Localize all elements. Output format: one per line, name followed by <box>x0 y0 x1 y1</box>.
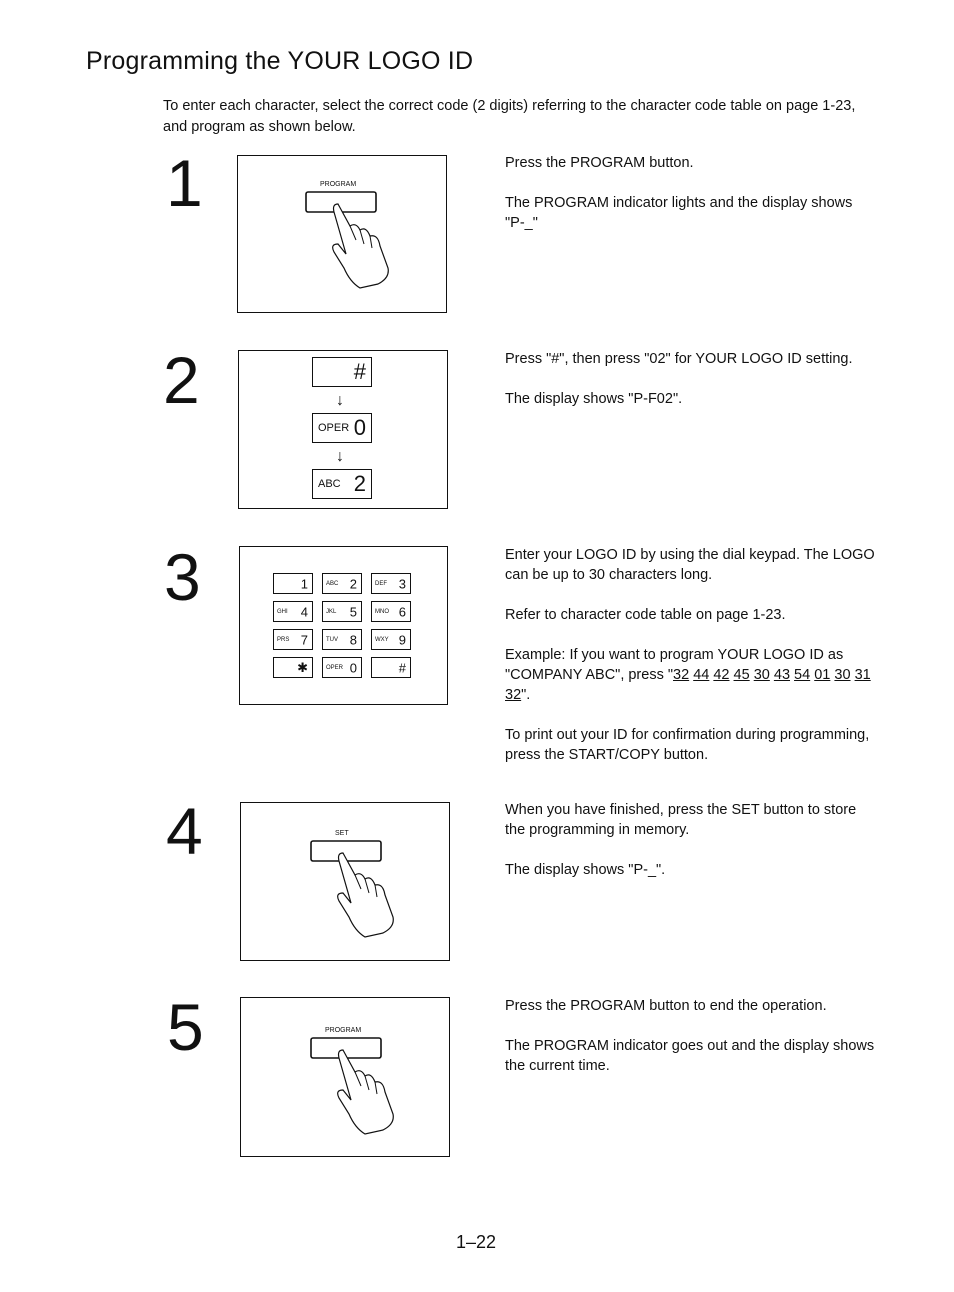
press-button-icon: SET <box>310 830 394 938</box>
step-1-text-2: The PROGRAM indicator lights and the dis… <box>505 195 853 231</box>
example-code: 43 <box>773 667 791 683</box>
step-1-text-1: Press the PROGRAM button. <box>505 155 694 171</box>
step-3-example: Example: If you want to program YOUR LOG… <box>505 647 871 703</box>
step-1-description: Press the PROGRAM button. The PROGRAM in… <box>505 153 875 253</box>
step-3-text-2: Refer to character code table on page 1-… <box>505 607 786 623</box>
example-code: 32 <box>505 687 522 703</box>
keypad-key-icon: 1 <box>273 573 313 594</box>
button-label: PROGRAM <box>320 181 356 188</box>
press-button-icon: PROGRAM <box>305 181 389 289</box>
step-4-number: 4 <box>166 794 203 868</box>
example-code: 44 <box>693 667 710 683</box>
press-button-icon: PROGRAM <box>310 1027 394 1135</box>
step-1-number: 1 <box>166 146 203 220</box>
step-2-text-2: The display shows "P-F02". <box>505 391 683 407</box>
example-code: 54 <box>794 667 811 683</box>
step-3-description: Enter your LOGO ID by using the dial key… <box>505 545 875 785</box>
step-5-illustration: PROGRAM <box>240 997 450 1157</box>
page-number: 1–22 <box>456 1232 497 1252</box>
hash-key-icon: # <box>312 357 372 387</box>
arrow-down-icon: ↓ <box>336 448 344 465</box>
step-2-text-1: Press "#", then press "02" for YOUR LOGO… <box>505 351 853 367</box>
example-code: 42 <box>713 667 730 683</box>
example-code: 32 <box>673 667 690 683</box>
step-5-description: Press the PROGRAM button to end the oper… <box>505 996 875 1096</box>
step-2-number: 2 <box>163 343 200 417</box>
step-3-number: 3 <box>164 540 201 614</box>
example-code: 30 <box>753 667 770 683</box>
page-title: Programming the YOUR LOGO ID <box>86 47 474 75</box>
example-code: 30 <box>834 667 851 683</box>
keypad-key-icon: ✱ <box>273 657 313 678</box>
keypad-key-icon: # <box>371 657 411 678</box>
arrow-down-icon: ↓ <box>336 392 344 409</box>
step-1-illustration: PROGRAM <box>237 155 447 313</box>
example-code: 45 <box>733 667 750 683</box>
step-3-confirm: To print out your ID for confirmation du… <box>505 727 870 763</box>
button-label: SET <box>335 830 349 837</box>
step-4-text-2: The display shows "P-_". <box>505 862 666 878</box>
step-2-description: Press "#", then press "02" for YOUR LOGO… <box>505 349 875 429</box>
step-5-number: 5 <box>167 990 204 1064</box>
step-5-text-2: The PROGRAM indicator goes out and the d… <box>505 1038 875 1074</box>
step-3-text-1: Enter your LOGO ID by using the dial key… <box>505 547 875 583</box>
step-5-text-1: Press the PROGRAM button to end the oper… <box>505 998 827 1014</box>
example-code: 01 <box>814 667 831 683</box>
step-4-illustration: SET <box>240 802 450 961</box>
intro-text: To enter each character, select the corr… <box>163 98 856 135</box>
step-4-description: When you have finished, press the SET bu… <box>505 800 875 900</box>
step-4-text-1: When you have finished, press the SET bu… <box>505 802 857 838</box>
example-code: 31 <box>854 667 871 683</box>
button-label: PROGRAM <box>325 1027 361 1034</box>
